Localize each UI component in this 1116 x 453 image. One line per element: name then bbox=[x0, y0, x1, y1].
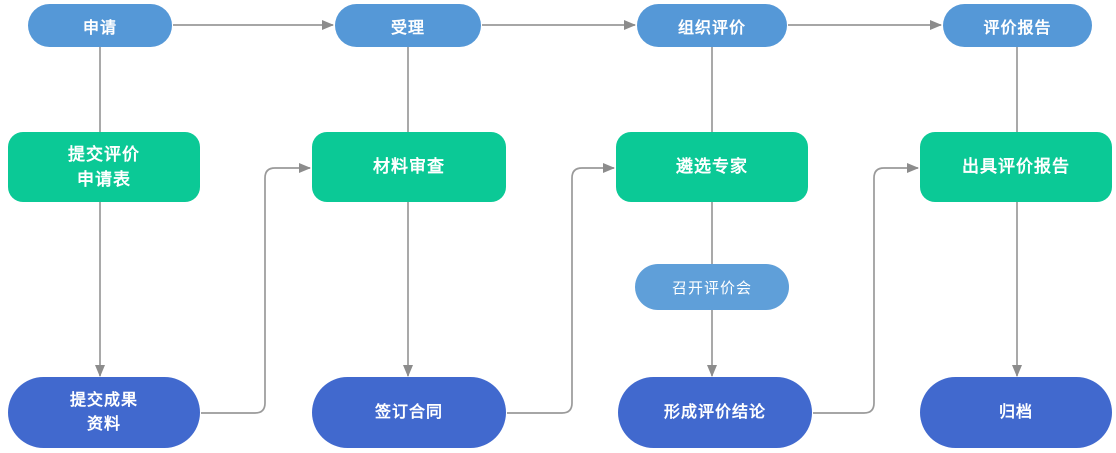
node-submit-application-form: 提交评价 申请表 bbox=[8, 132, 200, 202]
node-organize-evaluation-label: 组织评价 bbox=[677, 19, 746, 37]
connector-contract-to-experts bbox=[507, 163, 615, 414]
node-form-evaluation-conclusion: 形成评价结论 bbox=[618, 377, 812, 448]
node-select-experts: 遴选专家 bbox=[616, 132, 808, 202]
node-evaluation-report-label: 评价报告 bbox=[983, 19, 1052, 37]
connector-conclusion-to-issue bbox=[813, 163, 919, 414]
node-issue-evaluation-report-label: 出具评价报告 bbox=[962, 157, 1070, 177]
node-sign-contract: 签订合同 bbox=[312, 377, 506, 448]
node-material-review-label: 材料审查 bbox=[373, 157, 445, 177]
node-hold-evaluation-meeting: 召开评价会 bbox=[635, 264, 789, 310]
node-submit-application-form-label: 提交评价 申请表 bbox=[68, 144, 140, 190]
node-form-evaluation-conclusion-label: 形成评价结论 bbox=[663, 403, 766, 421]
connector-materials-to-review bbox=[201, 163, 311, 414]
node-accept-label: 受理 bbox=[390, 19, 425, 37]
node-evaluation-report: 评价报告 bbox=[943, 4, 1092, 47]
node-apply: 申请 bbox=[28, 4, 172, 47]
node-material-review: 材料审查 bbox=[312, 132, 506, 202]
node-organize-evaluation: 组织评价 bbox=[637, 4, 787, 47]
node-select-experts-label: 遴选专家 bbox=[676, 157, 748, 177]
node-archive: 归档 bbox=[920, 377, 1112, 448]
node-sign-contract-label: 签订合同 bbox=[374, 403, 443, 421]
node-hold-evaluation-meeting-label: 召开评价会 bbox=[671, 279, 752, 297]
node-submit-achievement-materials: 提交成果 资料 bbox=[8, 377, 200, 448]
node-issue-evaluation-report: 出具评价报告 bbox=[920, 132, 1112, 202]
node-apply-label: 申请 bbox=[82, 19, 117, 37]
node-submit-achievement-materials-label: 提交成果 资料 bbox=[69, 391, 138, 433]
node-accept: 受理 bbox=[335, 4, 481, 47]
node-archive-label: 归档 bbox=[998, 403, 1033, 421]
